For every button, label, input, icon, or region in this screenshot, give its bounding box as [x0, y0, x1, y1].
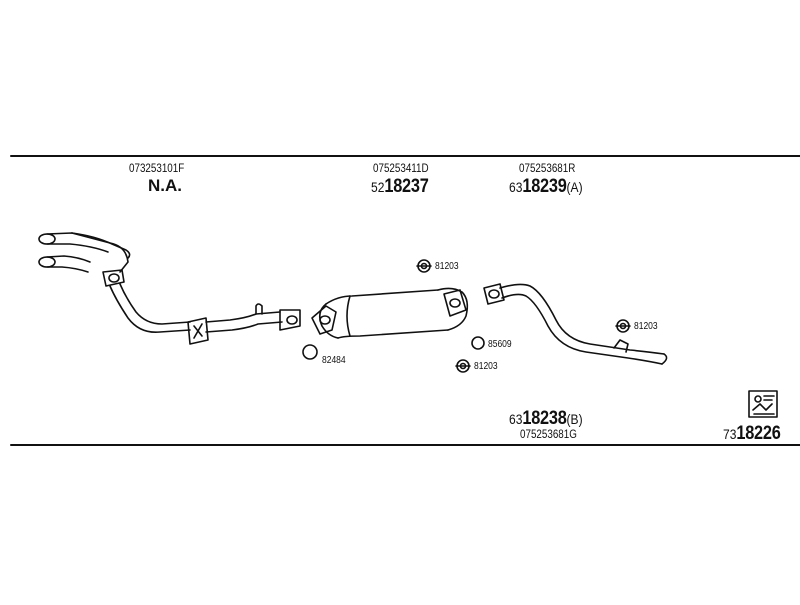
- hanger-right-label: 81203: [634, 321, 658, 332]
- ring-left-icon: [303, 345, 317, 359]
- oem-front-pipe: 073253101F: [129, 161, 185, 175]
- rear-pipe-drawing: [484, 284, 667, 364]
- part-number: 18239: [522, 176, 567, 197]
- centre-silencer-drawing: [312, 288, 467, 338]
- hanger-top-label: 81203: [435, 261, 459, 272]
- front-pipe-not-available: N.A.: [148, 176, 182, 195]
- ring-mid-label: 85609: [488, 339, 512, 350]
- front-pipe-drawing: [39, 233, 300, 344]
- part-number: 18237: [384, 176, 429, 197]
- oem-rear-pipe: 075253681R: [519, 161, 576, 175]
- oem-centre-silencer: 075253411D: [373, 161, 429, 175]
- hanger-right-icon: [616, 320, 630, 332]
- part-suffix: (A): [566, 179, 583, 195]
- part-rear-pipe: 6318239(A): [509, 177, 583, 196]
- part-prefix: 73: [723, 426, 737, 442]
- hanger-top-icon: [417, 260, 431, 272]
- part-prefix: 63: [509, 179, 523, 195]
- part-rear-silencer: 6318238(B): [509, 409, 583, 428]
- part-mounting-kit: 7318226: [723, 424, 781, 443]
- part-number: 18238: [522, 408, 567, 429]
- part-number: 18226: [736, 423, 781, 444]
- ring-left-label: 82484: [322, 355, 346, 366]
- mounting-kit-icon: [749, 391, 777, 417]
- part-suffix: (B): [566, 411, 583, 427]
- part-prefix: 63: [509, 411, 523, 427]
- hanger-bottom-icon: [456, 360, 470, 372]
- part-prefix: 52: [371, 179, 385, 195]
- ring-mid-icon: [472, 337, 484, 349]
- hanger-bottom-label: 81203: [474, 361, 498, 372]
- oem-rear-silencer: 075253681G: [520, 427, 577, 441]
- part-centre-silencer: 5218237: [371, 177, 429, 196]
